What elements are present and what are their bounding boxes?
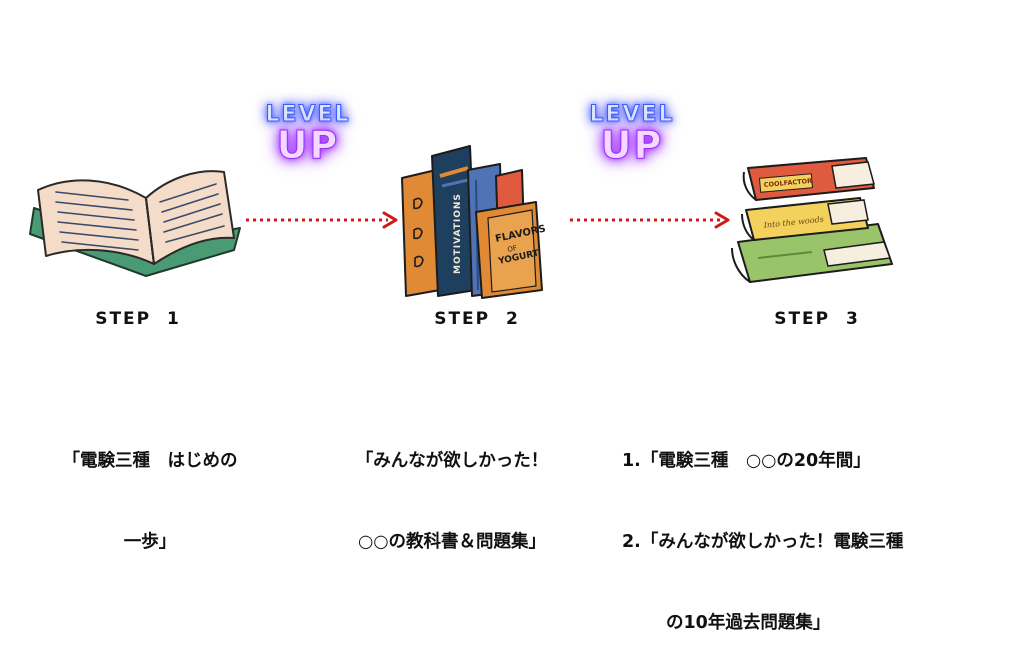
book-spine-text: MOTIVATIONS xyxy=(453,193,463,274)
step2-description: 「みんなが欲しかった！ ○○の教科書＆問題集」 xyxy=(322,394,582,583)
level-text: LEVEL xyxy=(265,102,351,127)
step1-desc-line: 「電験三種 はじめの xyxy=(62,451,238,471)
book-cover-text: OF xyxy=(507,244,518,254)
arrow-step1-to-step2 xyxy=(244,210,400,230)
step1-desc-line: 一歩」 xyxy=(123,532,177,552)
step-label-3: STEP 3 xyxy=(774,309,860,329)
up-text: UP xyxy=(600,123,664,167)
step3-desc-line: 1.「電験三種 ○○の20年間」 xyxy=(622,451,871,471)
step3-description: 1.「電験三種 ○○の20年間」 2.「みんなが欲しかった！電験三種 の10年過… xyxy=(622,394,1012,664)
book-stack-upright-illustration: MOTIVATIONS FLAVORS OF YOGURT xyxy=(396,140,547,300)
level-text: LEVEL xyxy=(589,102,675,127)
step3-desc-line: 2.「みんなが欲しかった！電験三種 xyxy=(622,532,904,552)
arrow-step2-to-step3 xyxy=(568,210,732,230)
step3-desc-line: の10年過去問題集」 xyxy=(666,613,831,633)
up-text: UP xyxy=(276,123,340,167)
book-stack-horizontal-illustration: Into the woods COOLFACTOR xyxy=(728,154,898,286)
step2-desc-line: 「みんなが欲しかった！ xyxy=(355,451,549,471)
step-label-1: STEP 1 xyxy=(95,309,181,329)
step1-description: 「電験三種 はじめの 一歩」 xyxy=(20,394,280,583)
open-book-illustration xyxy=(28,168,248,280)
step-label-2: STEP 2 xyxy=(434,309,520,329)
level-up-badge-2: LEVEL UP xyxy=(572,102,692,167)
step2-desc-line: ○○の教科書＆問題集」 xyxy=(357,532,547,552)
level-up-badge-1: LEVEL UP xyxy=(248,102,368,167)
